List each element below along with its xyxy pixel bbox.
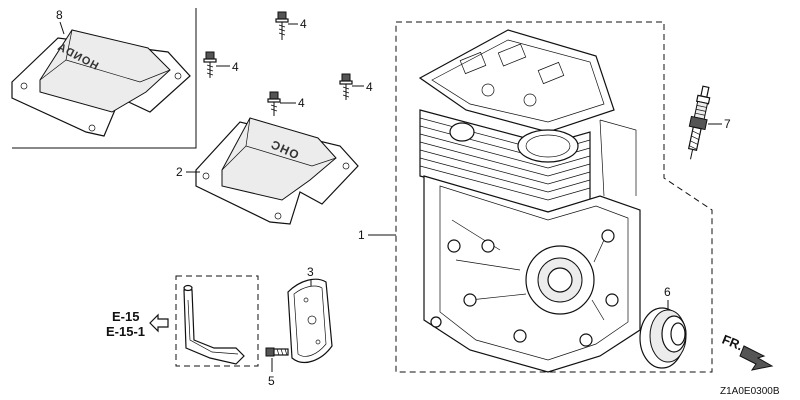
crankcase-assembly <box>418 29 641 373</box>
reference-arrow[interactable] <box>149 313 169 333</box>
spark-plug <box>687 85 711 160</box>
front-label: FR. <box>720 332 745 354</box>
bolt-4-top <box>275 11 289 40</box>
head-cover-honda: HONDA <box>11 29 191 137</box>
bolt-4-left <box>203 51 217 78</box>
bolt-4-mid <box>267 91 281 116</box>
callout-7: 7 <box>724 117 731 131</box>
breather-tube-box <box>175 275 259 367</box>
callout-2: 2 <box>176 165 183 179</box>
bolt-4-right <box>339 73 353 100</box>
callout-6: 6 <box>664 285 671 299</box>
head-cover-ohc: OHC <box>195 117 359 225</box>
callout-5: 5 <box>268 374 275 388</box>
ref-label-e15-1[interactable]: E-15-1 <box>106 324 145 339</box>
item8-frame <box>12 8 197 149</box>
drawing-code: Z1A0E0300B <box>720 386 780 397</box>
callout-4-mid: 4 <box>298 96 305 110</box>
front-direction-arrow <box>739 345 774 371</box>
callout-3: 3 <box>307 265 314 279</box>
ref-label-e15[interactable]: E-15 <box>112 309 139 324</box>
callout-1: 1 <box>358 228 365 242</box>
gasket-plate <box>287 278 333 363</box>
oil-seal <box>639 307 687 369</box>
callout-8: 8 <box>56 8 63 22</box>
callout-4-top: 4 <box>300 17 307 31</box>
bolt-5 <box>265 347 289 357</box>
callout-4-right: 4 <box>366 80 373 94</box>
crankcase-kit-outline <box>395 21 713 373</box>
callout-4-left: 4 <box>232 60 239 74</box>
